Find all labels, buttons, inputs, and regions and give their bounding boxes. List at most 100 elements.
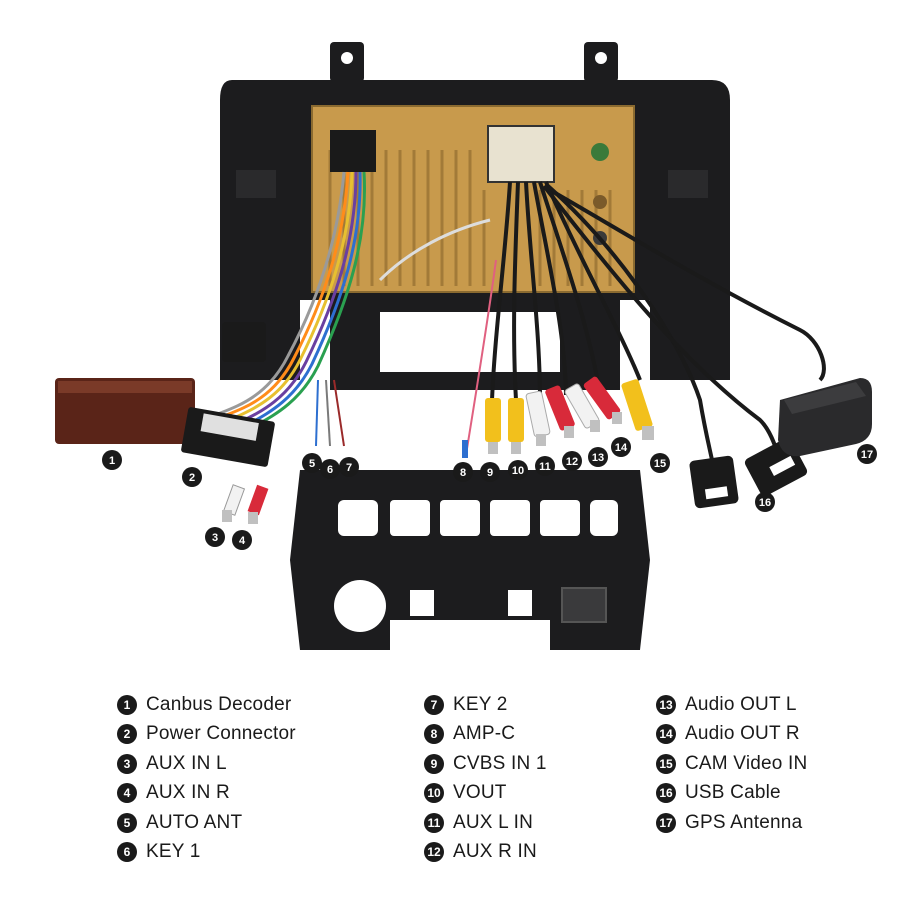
- legend-number-badge: 15: [656, 753, 676, 774]
- svg-text:4: 4: [239, 535, 246, 547]
- callout-15: 15: [650, 453, 670, 473]
- vent-slots: [338, 500, 618, 536]
- rca-plug-vout: [508, 398, 524, 454]
- legend-item: 15 CAM Video IN: [656, 749, 807, 779]
- usb-connector-1: [689, 455, 739, 509]
- legend-label: Canbus Decoder: [146, 693, 292, 715]
- legend-number-badge: 10: [424, 783, 444, 804]
- callout-2: 2: [182, 467, 202, 487]
- frame-opening: [380, 312, 560, 372]
- legend-label: AUX IN R: [146, 782, 230, 804]
- legend-number-badge: 11: [424, 812, 444, 833]
- legend-label: Audio OUT L: [685, 693, 797, 715]
- legend-item: 8 AMP-C: [424, 720, 547, 750]
- callout-16: 16: [755, 492, 775, 512]
- svg-text:16: 16: [759, 497, 771, 509]
- svg-text:1: 1: [109, 455, 115, 467]
- legend-number-badge: 1: [117, 694, 137, 715]
- rca-aux-in-left: [222, 484, 246, 522]
- legend-number-badge: 8: [424, 724, 444, 745]
- head-unit-wiring-diagram: 1 2 3 4 5 6 7 8 9 10 11 12 13 14 15 16 1…: [55, 42, 877, 650]
- legend-item: 1 Canbus Decoder: [117, 690, 296, 720]
- svg-text:12: 12: [566, 456, 578, 468]
- gps-antenna-puck: [778, 378, 872, 457]
- rca-plug-audio-out-r: [583, 376, 622, 424]
- bezel-round-hole: [334, 580, 386, 632]
- legend-number-badge: 7: [424, 694, 444, 715]
- callout-10: 10: [508, 460, 528, 480]
- callout-1: 1: [102, 450, 122, 470]
- svg-text:2: 2: [189, 472, 195, 484]
- white-wire: [378, 218, 491, 282]
- legend-item: 4 AUX IN R: [117, 779, 296, 809]
- frame-mounting-ear-left: [330, 42, 364, 82]
- gps-port: [593, 195, 607, 209]
- legend-label: Power Connector: [146, 723, 296, 745]
- legend-number-badge: 2: [117, 724, 137, 745]
- main-harness-socket: [330, 130, 376, 172]
- legend-label: Audio OUT R: [685, 723, 800, 745]
- svg-text:11: 11: [539, 461, 551, 473]
- legend-item: 12 AUX R IN: [424, 838, 547, 868]
- rca-plug-cvbs-in: [485, 398, 501, 454]
- legend-label: CVBS IN 1: [453, 752, 547, 774]
- legend-number-badge: 4: [117, 783, 137, 804]
- svg-text:17: 17: [861, 449, 873, 461]
- legend-label: KEY 2: [453, 693, 508, 715]
- harness-plug: [222, 322, 266, 362]
- legend-number-badge: 9: [424, 753, 444, 774]
- canbus-decoder-highlight: [58, 381, 192, 393]
- legend-label: VOUT: [453, 782, 507, 804]
- legend-number-badge: 12: [424, 842, 444, 863]
- legend-number-badge: 3: [117, 753, 137, 774]
- callout-9: 9: [480, 462, 500, 482]
- callout-7: 7: [339, 457, 359, 477]
- legend-label: GPS Antenna: [685, 811, 803, 833]
- legend-label: KEY 1: [146, 841, 201, 863]
- frame-side-tab-left: [236, 170, 276, 198]
- hazard-switch-slot: [561, 587, 607, 623]
- svg-text:3: 3: [212, 532, 218, 544]
- legend-label: AMP-C: [453, 723, 516, 745]
- legend-column-2: 7 KEY 2 8 AMP-C 9 CVBS IN 1 10 VOUT 11 AUX L …: [424, 690, 547, 867]
- legend-item: 10 VOUT: [424, 779, 547, 809]
- rca-plug-audio-out-l: [564, 383, 600, 432]
- callout-14: 14: [611, 437, 631, 457]
- legend-label: AUX L IN: [453, 811, 534, 833]
- power-connector-label: [200, 413, 259, 441]
- frame-side-tab-right: [668, 170, 708, 198]
- rca-aux-in-right: [247, 484, 269, 524]
- amp-c-wire: [465, 259, 497, 456]
- svg-text:14: 14: [615, 442, 628, 454]
- legend-number-badge: 17: [656, 812, 676, 833]
- legend-number-badge: 6: [117, 842, 137, 863]
- callout-17: 17: [857, 444, 877, 464]
- legend-label: AUX R IN: [453, 841, 537, 863]
- svg-text:10: 10: [512, 465, 524, 477]
- legend-label: CAM Video IN: [685, 752, 808, 774]
- svg-text:5: 5: [309, 458, 315, 470]
- legend-item: 9 CVBS IN 1: [424, 749, 547, 779]
- callout-11: 11: [535, 456, 555, 476]
- callout-6: 6: [320, 459, 340, 479]
- callout-8: 8: [453, 462, 473, 482]
- wire-bundle-power: [217, 171, 366, 432]
- legend-label: AUTO ANT: [146, 811, 243, 833]
- rca-plug-aux-r-in: [545, 385, 575, 438]
- svg-text:6: 6: [327, 464, 333, 476]
- legend-item: 14 Audio OUT R: [656, 720, 807, 750]
- legend-item: 7 KEY 2: [424, 690, 547, 720]
- legend-item: 11 AUX L IN: [424, 808, 547, 838]
- legend-number-badge: 14: [656, 724, 676, 745]
- svg-text:15: 15: [654, 458, 666, 470]
- svg-text:13: 13: [592, 452, 604, 464]
- callout-5: 5: [302, 453, 322, 473]
- wire-bundle-av: [490, 181, 826, 461]
